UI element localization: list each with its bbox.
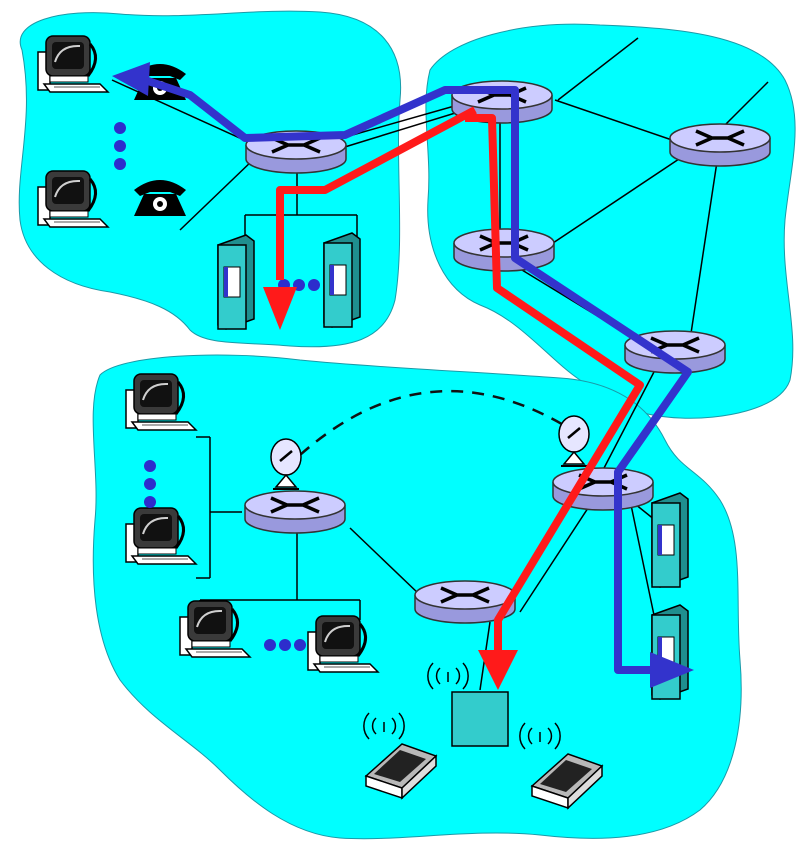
arrow-head-icon: [263, 287, 297, 330]
router-icon: [452, 227, 556, 273]
blue-path: [143, 76, 692, 674]
router-icon: [668, 122, 772, 168]
server-tower-icon: [651, 492, 689, 588]
arrow-head-icon: [478, 650, 518, 690]
isp-cloud-top-left: [18, 10, 402, 348]
red-path-2: [465, 114, 644, 650]
router-icon: [243, 489, 347, 535]
arrow-head-icon: [650, 652, 694, 688]
server-tower-icon: [323, 232, 361, 328]
satellite-dashed-link: [299, 389, 576, 456]
server-tower-icon: [217, 234, 255, 330]
wireless-base-station-icon: [451, 691, 509, 747]
network-links: [111, 37, 769, 691]
red-path-1: [276, 106, 477, 280]
arrow-head-icon: [112, 62, 150, 96]
